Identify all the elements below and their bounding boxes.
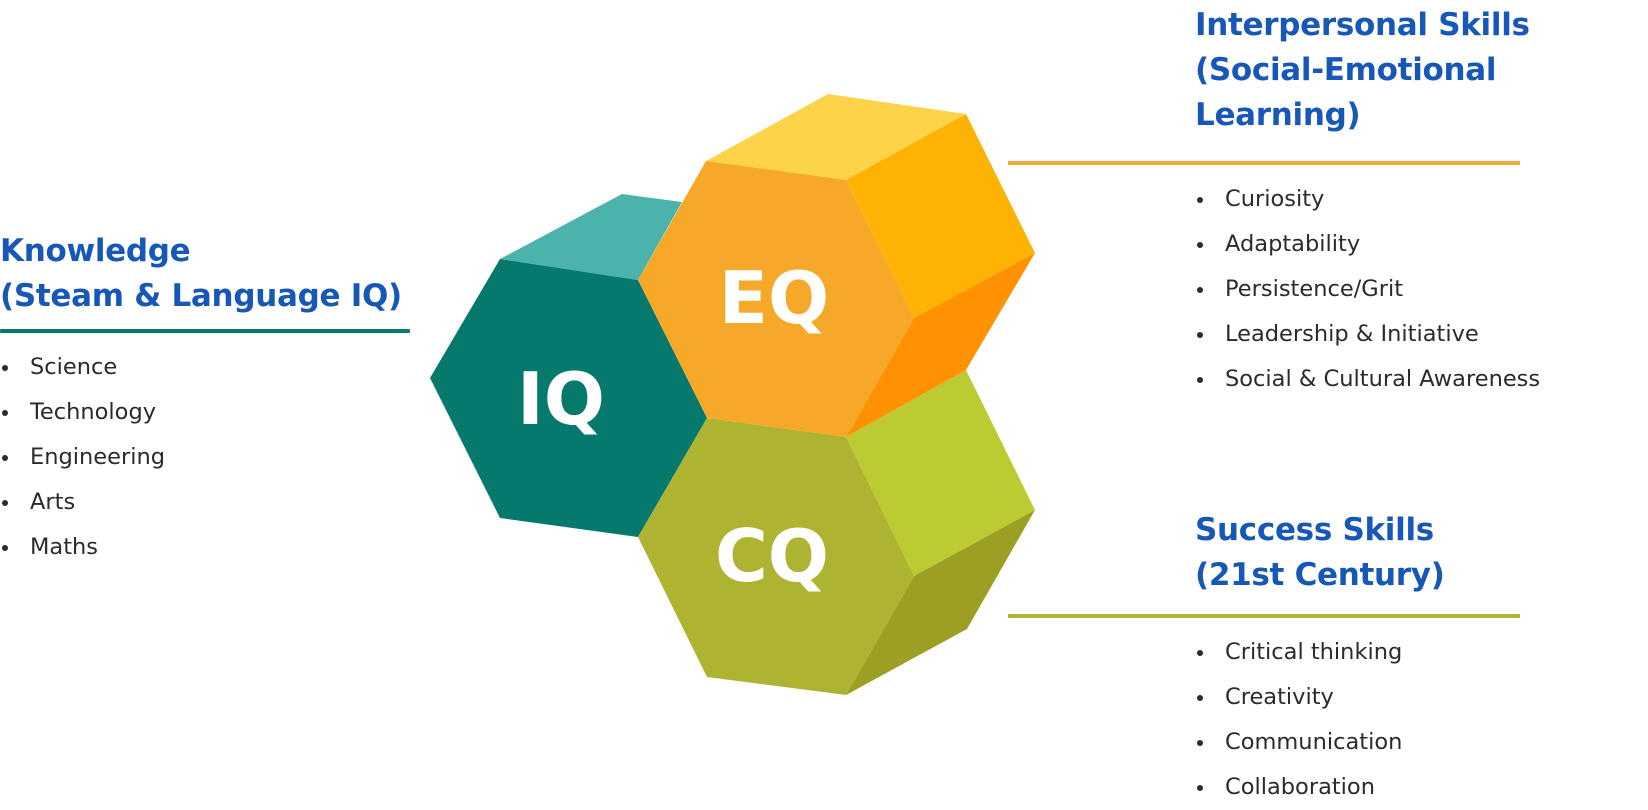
cq-hexagon-bottom-face bbox=[846, 510, 1035, 695]
interpersonal-heading-line1: Interpersonal Skills bbox=[1195, 7, 1530, 43]
eq-hexagon-front-face bbox=[638, 161, 914, 437]
success-list-item: Critical thinking bbox=[1195, 630, 1402, 675]
knowledge-list-item: Science bbox=[0, 345, 412, 390]
knowledge-divider bbox=[0, 329, 410, 333]
interpersonal-list: Curiosity Adaptability Persistence/Grit … bbox=[1195, 177, 1540, 402]
cq-hexagon: CQ bbox=[638, 370, 1035, 695]
success-list-item: Communication bbox=[1195, 720, 1402, 765]
eq-hexagon: EQ bbox=[638, 94, 1035, 437]
iq-hexagon-label: IQ bbox=[517, 357, 605, 441]
eq-hexagon-right-face bbox=[846, 114, 1035, 318]
iq-hexagon: IQ bbox=[430, 194, 707, 537]
cq-hexagon-front-face bbox=[638, 418, 914, 695]
knowledge-list-item: Technology bbox=[0, 390, 412, 435]
success-list-item: Creativity bbox=[1195, 675, 1402, 720]
success-list-item: Collaboration bbox=[1195, 765, 1402, 810]
eq-hexagon-top-face bbox=[706, 94, 966, 180]
success-divider bbox=[1008, 614, 1520, 618]
success-heading-line1: Success Skills bbox=[1195, 512, 1434, 548]
interpersonal-panel: Interpersonal Skills (Social-Emotional L… bbox=[1008, 3, 1635, 392]
interpersonal-list-item: Adaptability bbox=[1195, 222, 1540, 267]
interpersonal-heading: Interpersonal Skills (Social-Emotional L… bbox=[1195, 3, 1635, 138]
interpersonal-list-item: Persistence/Grit bbox=[1195, 267, 1540, 312]
success-list: Critical thinking Creativity Communicati… bbox=[1195, 630, 1402, 810]
knowledge-list-item: Engineering bbox=[0, 435, 412, 480]
interpersonal-divider bbox=[1008, 161, 1520, 165]
success-heading-line2: (21st Century) bbox=[1195, 557, 1445, 593]
interpersonal-list-item: Leadership & Initiative bbox=[1195, 312, 1540, 357]
knowledge-list-item: Arts bbox=[0, 480, 412, 525]
interpersonal-heading-line3: Learning) bbox=[1195, 97, 1361, 133]
iq-hexagon-front-face bbox=[430, 259, 707, 537]
cq-hexagon-right-face bbox=[846, 370, 1035, 576]
knowledge-list-item: Maths bbox=[0, 525, 412, 570]
interpersonal-list-item: Social & Cultural Awareness bbox=[1195, 357, 1540, 402]
success-panel: Success Skills (21st Century) Critical t… bbox=[1008, 508, 1635, 800]
eq-hexagon-bottom-face bbox=[846, 253, 1035, 437]
eq-hexagon-label: EQ bbox=[719, 256, 829, 340]
success-heading: Success Skills (21st Century) bbox=[1195, 508, 1635, 598]
interpersonal-heading-line2: (Social-Emotional bbox=[1195, 52, 1497, 88]
knowledge-panel: Knowledge (Steam & Language IQ) Science … bbox=[0, 229, 412, 570]
knowledge-list: Science Technology Engineering Arts Math… bbox=[0, 345, 412, 570]
knowledge-heading-line2: (Steam & Language IQ) bbox=[0, 278, 402, 314]
interpersonal-list-item: Curiosity bbox=[1195, 177, 1540, 222]
iq-hexagon-top-face bbox=[500, 194, 682, 280]
knowledge-heading-line1: Knowledge bbox=[0, 233, 191, 269]
cq-hexagon-label: CQ bbox=[715, 514, 829, 598]
knowledge-heading: Knowledge (Steam & Language IQ) bbox=[0, 229, 412, 319]
